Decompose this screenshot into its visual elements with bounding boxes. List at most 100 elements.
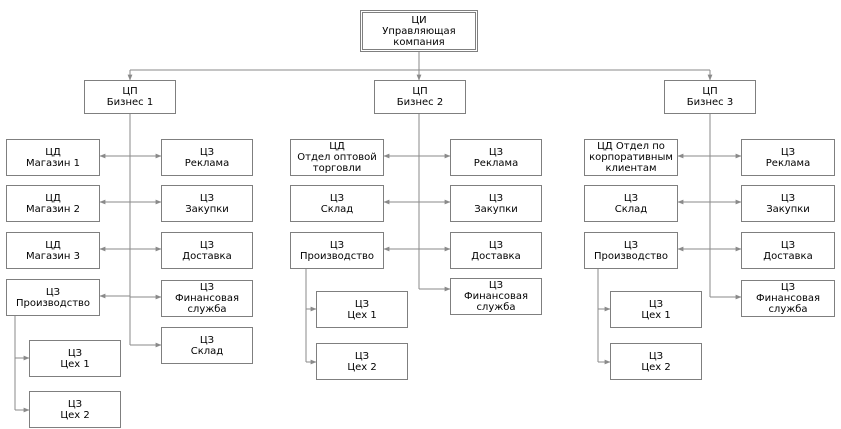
node-line: ЦЗ (780, 192, 796, 204)
node-line: ЦД Отдел по (597, 141, 665, 152)
node-line: Склад (190, 345, 224, 357)
node-line: Закупки (185, 203, 229, 215)
node-line: Реклама (473, 157, 519, 169)
node-line: ЦИ (411, 14, 427, 26)
node-line: Магазин 2 (25, 203, 81, 215)
b3-purchasing-node: ЦЗ Закупки (741, 185, 835, 222)
b3-finance-node: ЦЗ Финансовая служба (741, 280, 835, 317)
node-line: Бизнес 1 (106, 97, 154, 108)
b3-shop-2-node: ЦЗ Цех 2 (610, 343, 702, 380)
b3-warehouse-node: ЦЗ Склад (584, 185, 678, 222)
b1-production-node: ЦЗ Производство (6, 279, 100, 316)
node-line: клиентам (605, 163, 657, 174)
node-line: ЦЗ (780, 282, 796, 293)
node-line: ЦЗ (67, 347, 83, 359)
node-line: Доставка (471, 250, 521, 262)
b2-shop-2-node: ЦЗ Цех 2 (316, 343, 408, 380)
node-line: ЦЗ (488, 239, 504, 251)
node-line: Бизнес 2 (396, 97, 444, 108)
b1-ads-node: ЦЗ Реклама (161, 139, 253, 176)
b2-purchasing-node: ЦЗ Закупки (450, 185, 542, 222)
node-line: ЦЗ (199, 146, 215, 158)
node-line: Склад (320, 203, 354, 215)
node-line: ЦЗ (488, 146, 504, 158)
node-line: ЦЗ (623, 239, 639, 251)
b3-ads-node: ЦЗ Реклама (741, 139, 835, 176)
b2-warehouse-node: ЦЗ Склад (290, 185, 384, 222)
b1-shop-2-node: ЦЗ Цех 2 (29, 391, 121, 428)
b1-finance-node: ЦЗ Финансовая служба (161, 280, 253, 317)
node-line: ЦЗ (199, 334, 215, 346)
node-line: ЦЗ (623, 192, 639, 204)
node-line: Цех 2 (641, 361, 671, 373)
b3-production-node: ЦЗ Производство (584, 232, 678, 269)
b1-delivery-node: ЦЗ Доставка (161, 232, 253, 269)
node-line: Цех 2 (347, 361, 377, 373)
node-line: ЦЗ (780, 239, 796, 251)
node-line: ЦД (329, 141, 345, 152)
node-line: ЦП (412, 86, 428, 97)
node-line: ЦП (122, 86, 138, 97)
node-line: Реклама (765, 157, 811, 169)
node-line: Отдел оптовой (297, 152, 377, 163)
node-line: торговли (312, 163, 362, 174)
b1-purchasing-node: ЦЗ Закупки (161, 185, 253, 222)
root-management-company: ЦИ Управляющая компания (360, 10, 478, 52)
node-line: Производство (593, 250, 669, 262)
b2-delivery-node: ЦЗ Доставка (450, 232, 542, 269)
node-line: Финансовая (756, 293, 820, 304)
node-line: ЦЗ (488, 280, 504, 291)
node-line: Производство (15, 297, 91, 309)
node-line: Управляющая (382, 25, 456, 37)
node-line: компания (393, 36, 445, 48)
node-line: ЦЗ (329, 239, 345, 251)
b1-store-2-node: ЦД Магазин 2 (6, 185, 100, 222)
node-line: служба (768, 304, 808, 315)
b1-store-1-node: ЦД Магазин 1 (6, 139, 100, 176)
node-line: Склад (614, 203, 648, 215)
node-line: ЦЗ (354, 350, 370, 362)
b1-store-3-node: ЦД Магазин 3 (6, 232, 100, 269)
node-line: ЦЗ (67, 398, 83, 410)
b2-ads-node: ЦЗ Реклама (450, 139, 542, 176)
node-line: Цех 1 (60, 358, 90, 370)
node-line: Доставка (182, 250, 232, 262)
node-line: ЦЗ (199, 239, 215, 251)
node-line: ЦЗ (199, 282, 215, 293)
node-line: Магазин 1 (25, 157, 81, 169)
node-line: ЦП (702, 86, 718, 97)
node-line: Цех 2 (60, 409, 90, 421)
node-line: ЦД (45, 146, 61, 158)
node-line: Финансовая (175, 293, 239, 304)
node-line: ЦЗ (354, 298, 370, 310)
b3-shop-1-node: ЦЗ Цех 1 (610, 291, 702, 328)
node-line: Цех 1 (641, 309, 671, 321)
b1-shop-1-node: ЦЗ Цех 1 (29, 340, 121, 377)
node-line: корпоративным (589, 152, 673, 163)
b2-production-node: ЦЗ Производство (290, 232, 384, 269)
b1-warehouse-node: ЦЗ Склад (161, 327, 253, 364)
node-line: ЦЗ (329, 192, 345, 204)
b2-shop-1-node: ЦЗ Цех 1 (316, 291, 408, 328)
b2-head-node: ЦП Бизнес 2 (374, 80, 466, 114)
b2-finance-node: ЦЗ Финансовая служба (450, 278, 542, 315)
node-line: Магазин 3 (25, 250, 81, 262)
node-line: Производство (299, 250, 375, 262)
b3-head-node: ЦП Бизнес 3 (664, 80, 756, 114)
node-line: ЦЗ (648, 298, 664, 310)
node-line: Цех 1 (347, 309, 377, 321)
node-line: ЦЗ (199, 192, 215, 204)
node-line: служба (187, 304, 227, 315)
node-line: ЦЗ (488, 192, 504, 204)
node-line: Закупки (766, 203, 810, 215)
node-line: Бизнес 3 (686, 97, 734, 108)
node-line: ЦЗ (648, 350, 664, 362)
node-line: ЦЗ (780, 146, 796, 158)
node-line: Реклама (184, 157, 230, 169)
b1-head-node: ЦП Бизнес 1 (84, 80, 176, 114)
b2-wholesale-node: ЦД Отдел оптовой торговли (290, 139, 384, 176)
node-line: Доставка (763, 250, 813, 262)
node-line: служба (476, 302, 516, 313)
